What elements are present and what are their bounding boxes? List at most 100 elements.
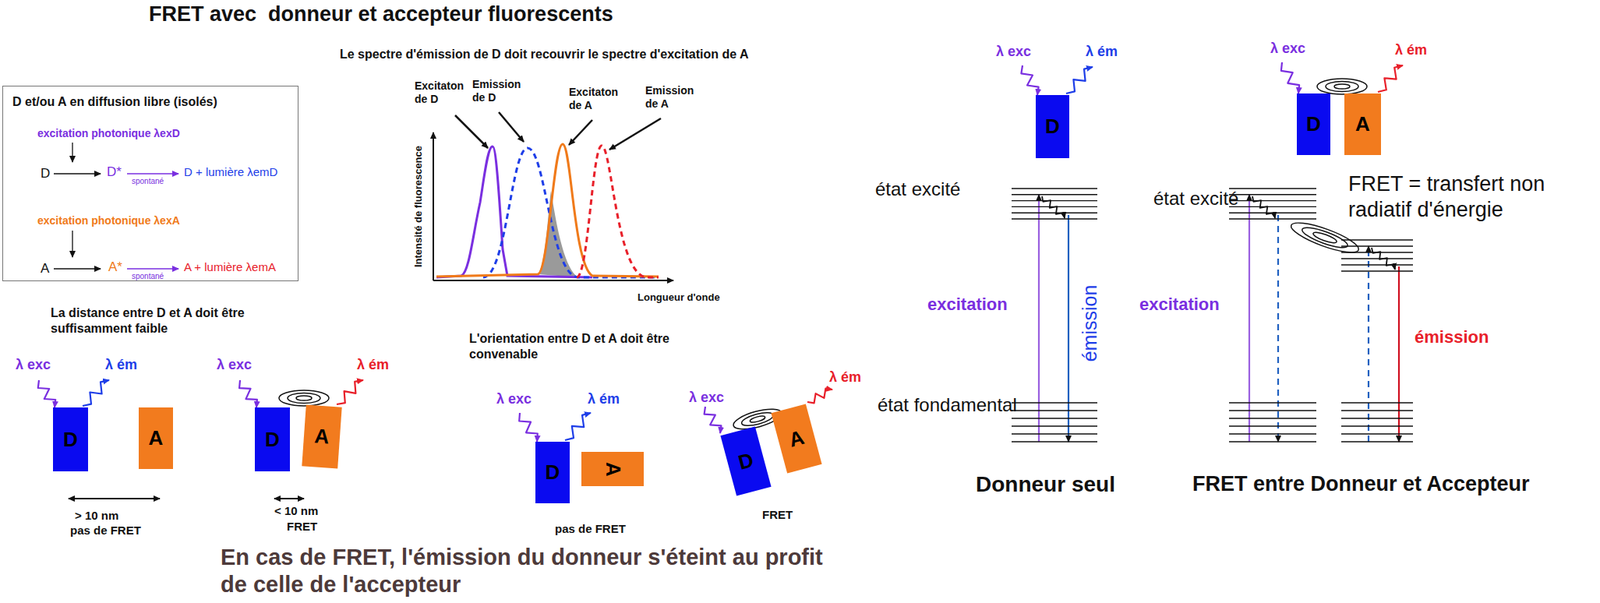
wavelength-label: λ exc [1270, 40, 1306, 58]
transition-label: émission [1414, 327, 1489, 349]
energy-level [1011, 409, 1098, 411]
energy-level [1341, 239, 1413, 241]
arrow-label: spontané [131, 271, 164, 282]
wavelength-label: λ ém [1085, 43, 1118, 61]
energy-level [1341, 257, 1413, 259]
donor-block: D [254, 407, 290, 472]
curve-label: Excitaton de D [414, 79, 477, 106]
transition-label: émission [1077, 285, 1102, 363]
energy-level [1229, 433, 1317, 435]
dimension-label: > 10 nm [74, 508, 119, 523]
block-letter: D [545, 460, 561, 485]
panel-caption: FRET entre Donneur et Accepteur [1192, 471, 1530, 498]
transition-label: excitation [1139, 294, 1220, 316]
energy-level [1011, 212, 1098, 214]
energy-level [1011, 402, 1098, 403]
photon-arrow [38, 380, 56, 408]
panel-caption: Donneur seul [975, 471, 1116, 499]
block-letter: A [786, 425, 807, 453]
transition-label: excitation [927, 294, 1008, 316]
energy-level [1229, 206, 1317, 208]
energy-level [1011, 417, 1098, 419]
wavelength-label: λ exc [688, 389, 725, 407]
excitation-label: excitation photonique λexD [37, 127, 181, 141]
wavelength-label: λ ém [105, 356, 138, 375]
photon-arrow [1377, 65, 1403, 92]
conclusion-text: En cas de FRET, l'émission du donneur s'… [220, 543, 825, 600]
block-letter: A [148, 426, 164, 451]
donor-block: D [1296, 93, 1331, 156]
excitation-label: excitation photonique λexA [37, 214, 181, 228]
energy-level [1011, 194, 1098, 195]
acceptor-block: A [138, 407, 174, 470]
state-label: état fondamental [877, 393, 1026, 417]
curve-label: Emission de D [472, 77, 535, 105]
wavelength-label: λ exc [496, 391, 532, 409]
energy-level [1229, 187, 1317, 189]
wavelength-label: λ ém [1395, 42, 1427, 60]
species-label: D [40, 166, 50, 183]
product-label: A + lumière λemA [183, 260, 276, 275]
photon-arrow [807, 388, 833, 404]
energy-level [1341, 270, 1413, 272]
photon-arrow [336, 380, 364, 405]
donor-block: D [720, 426, 771, 496]
dimension-label: < 10 nm [274, 504, 318, 519]
photon-arrow [239, 380, 258, 408]
acceptor-block: A [1344, 93, 1382, 156]
energy-level [1341, 441, 1413, 442]
photon-arrow [1066, 67, 1093, 94]
product-label: D + lumière λemD [183, 165, 278, 180]
section-heading: La distance entre D et A doit être suffi… [50, 305, 308, 336]
species-label: A* [108, 259, 123, 276]
box-heading: D et/ou A en diffusion libre (isolés) [12, 94, 218, 110]
note-label: pas de FRET [70, 523, 142, 538]
energy-level [1341, 417, 1413, 419]
energy-level [1011, 433, 1098, 435]
energy-level [1341, 402, 1413, 403]
donor-block: D [52, 407, 89, 472]
block-letter: D [63, 427, 78, 453]
energy-level [1341, 433, 1413, 435]
acceptor-block: A [581, 452, 644, 487]
reaction-box: D et/ou A en diffusion libre (isolés) exc… [2, 85, 299, 282]
donor-block: D [535, 441, 570, 504]
section-heading: Le spectre d'émission de D doit recouvri… [339, 46, 749, 63]
block-letter: D [264, 427, 280, 453]
acceptor-block: A [301, 404, 342, 469]
donor-block: D [1035, 95, 1070, 159]
species-label: A [40, 261, 50, 278]
definition-text: FRET = transfert non radiatif d'énergie [1348, 171, 1590, 223]
photon-arrow [1371, 247, 1396, 270]
energy-level [1229, 409, 1317, 411]
photon-arrow [1041, 196, 1065, 219]
axis-label: Longueur d'onde [637, 291, 721, 304]
block-letter: A [600, 462, 626, 477]
energy-level [1229, 417, 1317, 419]
note-label: FRET [286, 519, 318, 534]
energy-level [1341, 425, 1413, 427]
state-label: état excité [1153, 187, 1240, 210]
block-letter: D [735, 448, 756, 476]
energy-level [1011, 218, 1098, 219]
energy-level [1011, 425, 1098, 427]
photon-arrow [82, 380, 110, 407]
photon-arrow [1281, 62, 1300, 94]
block-letter: A [314, 423, 331, 449]
energy-level [1011, 187, 1098, 189]
block-letter: A [1355, 112, 1371, 137]
note-label: pas de FRET [554, 522, 626, 537]
wavelength-label: λ exc [216, 356, 252, 375]
wavelength-label: λ ém [829, 369, 862, 387]
wavelength-label: λ exc [996, 43, 1032, 61]
block-letter: D [1045, 114, 1060, 139]
energy-level [1229, 402, 1317, 403]
species-label: D* [106, 164, 122, 181]
curve-label: Excitaton de A [568, 85, 632, 113]
energy-level [1011, 441, 1098, 442]
wavelength-label: λ ém [587, 391, 620, 409]
energy-level [1341, 264, 1413, 265]
energy-level [1011, 200, 1098, 202]
photon-arrow [1252, 196, 1276, 219]
